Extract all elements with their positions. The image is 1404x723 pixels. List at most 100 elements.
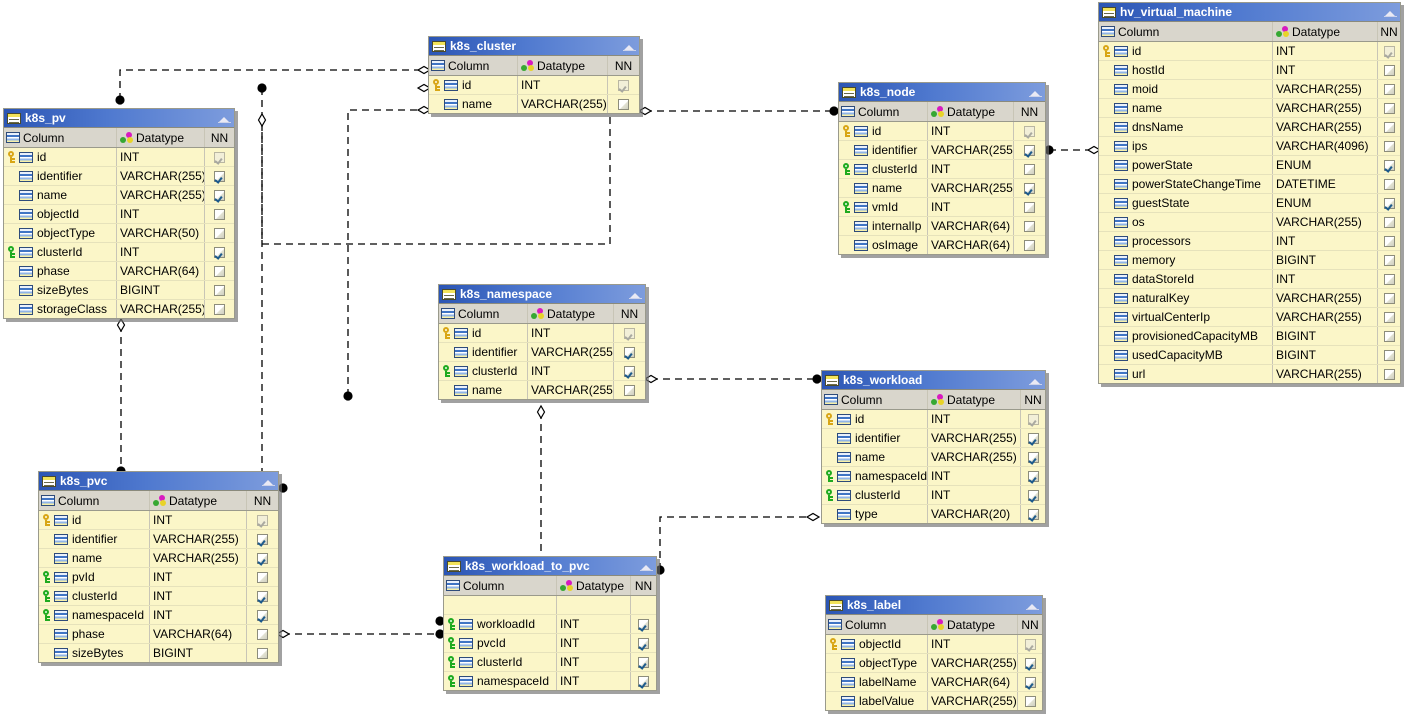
cell-not-null[interactable] [1021, 429, 1045, 447]
cell-not-null[interactable] [1014, 141, 1045, 159]
cell-datatype[interactable]: INT [557, 634, 631, 652]
cell-column-name[interactable]: objectType [4, 224, 117, 242]
cell-not-null[interactable] [1378, 194, 1400, 212]
not-null-checkbox[interactable] [1027, 413, 1039, 425]
cell-column-name[interactable]: phase [39, 625, 150, 643]
table-title-bar[interactable]: k8s_node [839, 83, 1045, 102]
cell-datatype[interactable]: VARCHAR(255) [1273, 308, 1378, 326]
cell-column-name[interactable]: powerStateChangeTime [1099, 175, 1273, 193]
cell-not-null[interactable] [631, 653, 656, 671]
table-title-bar[interactable]: k8s_pv [4, 109, 234, 128]
not-null-checkbox[interactable] [618, 79, 629, 91]
relationship-k8s_namespace-clusterId-to-k8s_cluster-id[interactable] [343, 105, 432, 401]
cell-column-name[interactable]: name [4, 186, 117, 204]
not-null-checkbox[interactable] [624, 346, 635, 358]
cell-not-null[interactable] [1018, 673, 1042, 691]
cell-not-null[interactable] [205, 243, 234, 261]
not-null-checkbox[interactable] [1024, 125, 1035, 137]
table-title-bar[interactable]: hv_virtual_machine [1099, 3, 1400, 22]
table-title-bar[interactable]: k8s_pvc [39, 472, 278, 491]
cell-datatype[interactable]: VARCHAR(255) [1273, 99, 1378, 117]
not-null-checkbox[interactable] [257, 609, 268, 621]
cell-not-null[interactable] [1014, 122, 1045, 140]
cell-column-name[interactable]: id [839, 122, 928, 140]
cell-datatype[interactable]: INT [117, 243, 205, 261]
cell-column-name[interactable]: virtualCenterIp [1099, 308, 1273, 326]
cell-column-name[interactable]: type [822, 505, 928, 523]
cell-column-name[interactable]: clusterId [39, 587, 150, 605]
not-null-checkbox[interactable] [1383, 311, 1395, 323]
not-null-checkbox[interactable] [1024, 676, 1036, 688]
table-title-bar[interactable]: k8s_namespace [439, 285, 645, 304]
not-null-checkbox[interactable] [624, 365, 635, 377]
cell-datatype[interactable]: VARCHAR(255) [518, 95, 608, 113]
cell-not-null[interactable] [247, 587, 278, 605]
cell-column-name[interactable]: url [1099, 365, 1273, 383]
not-null-checkbox[interactable] [257, 514, 268, 526]
collapse-triangle-icon[interactable] [622, 40, 637, 53]
cell-column-name[interactable]: labelValue [826, 692, 928, 710]
cell-column-name[interactable]: guestState [1099, 194, 1273, 212]
cell-datatype[interactable]: INT [528, 362, 614, 380]
cell-not-null[interactable] [247, 625, 278, 643]
table-title-bar[interactable]: k8s_cluster [429, 37, 639, 56]
cell-not-null[interactable] [1378, 232, 1400, 250]
cell-not-null[interactable] [1378, 365, 1400, 383]
cell-column-name[interactable]: os [1099, 213, 1273, 231]
cell-column-name[interactable]: phase [4, 262, 117, 280]
cell-datatype[interactable]: VARCHAR(255) [1273, 80, 1378, 98]
cell-column-name[interactable]: usedCapacityMB [1099, 346, 1273, 364]
cell-datatype[interactable]: VARCHAR(255) [928, 448, 1021, 466]
cell-not-null[interactable] [614, 324, 645, 342]
cell-not-null[interactable] [1021, 467, 1045, 485]
cell-column-name[interactable]: memory [1099, 251, 1273, 269]
not-null-checkbox[interactable] [1383, 45, 1395, 57]
cell-column-name[interactable]: provisionedCapacityMB [1099, 327, 1273, 345]
cell-not-null[interactable] [1014, 217, 1045, 235]
cell-column-name[interactable]: identifier [839, 141, 928, 159]
cell-datatype[interactable]: INT [117, 148, 205, 166]
relationship-k8s_node-vmId-to-hv_virtual_machine-id[interactable] [1044, 145, 1102, 155]
cell-datatype[interactable]: VARCHAR(255) [117, 167, 205, 185]
not-null-checkbox[interactable] [257, 533, 268, 545]
cell-datatype[interactable]: INT [928, 467, 1021, 485]
cell-not-null[interactable] [631, 615, 656, 633]
cell-column-name[interactable]: name [822, 448, 928, 466]
collapse-triangle-icon[interactable] [1025, 599, 1040, 612]
cell-not-null[interactable] [247, 606, 278, 624]
not-null-checkbox[interactable] [214, 303, 225, 315]
not-null-checkbox[interactable] [618, 98, 629, 110]
cell-not-null[interactable] [1021, 448, 1045, 466]
table-title-bar[interactable]: k8s_workload [822, 371, 1045, 390]
cell-not-null[interactable] [1378, 80, 1400, 98]
cell-datatype[interactable]: VARCHAR(255) [117, 300, 205, 318]
not-null-checkbox[interactable] [638, 675, 649, 687]
not-null-checkbox[interactable] [214, 227, 225, 239]
not-null-checkbox[interactable] [1024, 220, 1035, 232]
cell-column-name[interactable]: clusterId [839, 160, 928, 178]
cell-datatype[interactable]: VARCHAR(255) [528, 343, 614, 361]
cell-column-name[interactable]: dnsName [1099, 118, 1273, 136]
not-null-checkbox[interactable] [1383, 140, 1395, 152]
not-null-checkbox[interactable] [214, 246, 225, 258]
cell-not-null[interactable] [1378, 270, 1400, 288]
cell-datatype[interactable]: VARCHAR(255) [150, 530, 247, 548]
cell-not-null[interactable] [631, 596, 656, 614]
